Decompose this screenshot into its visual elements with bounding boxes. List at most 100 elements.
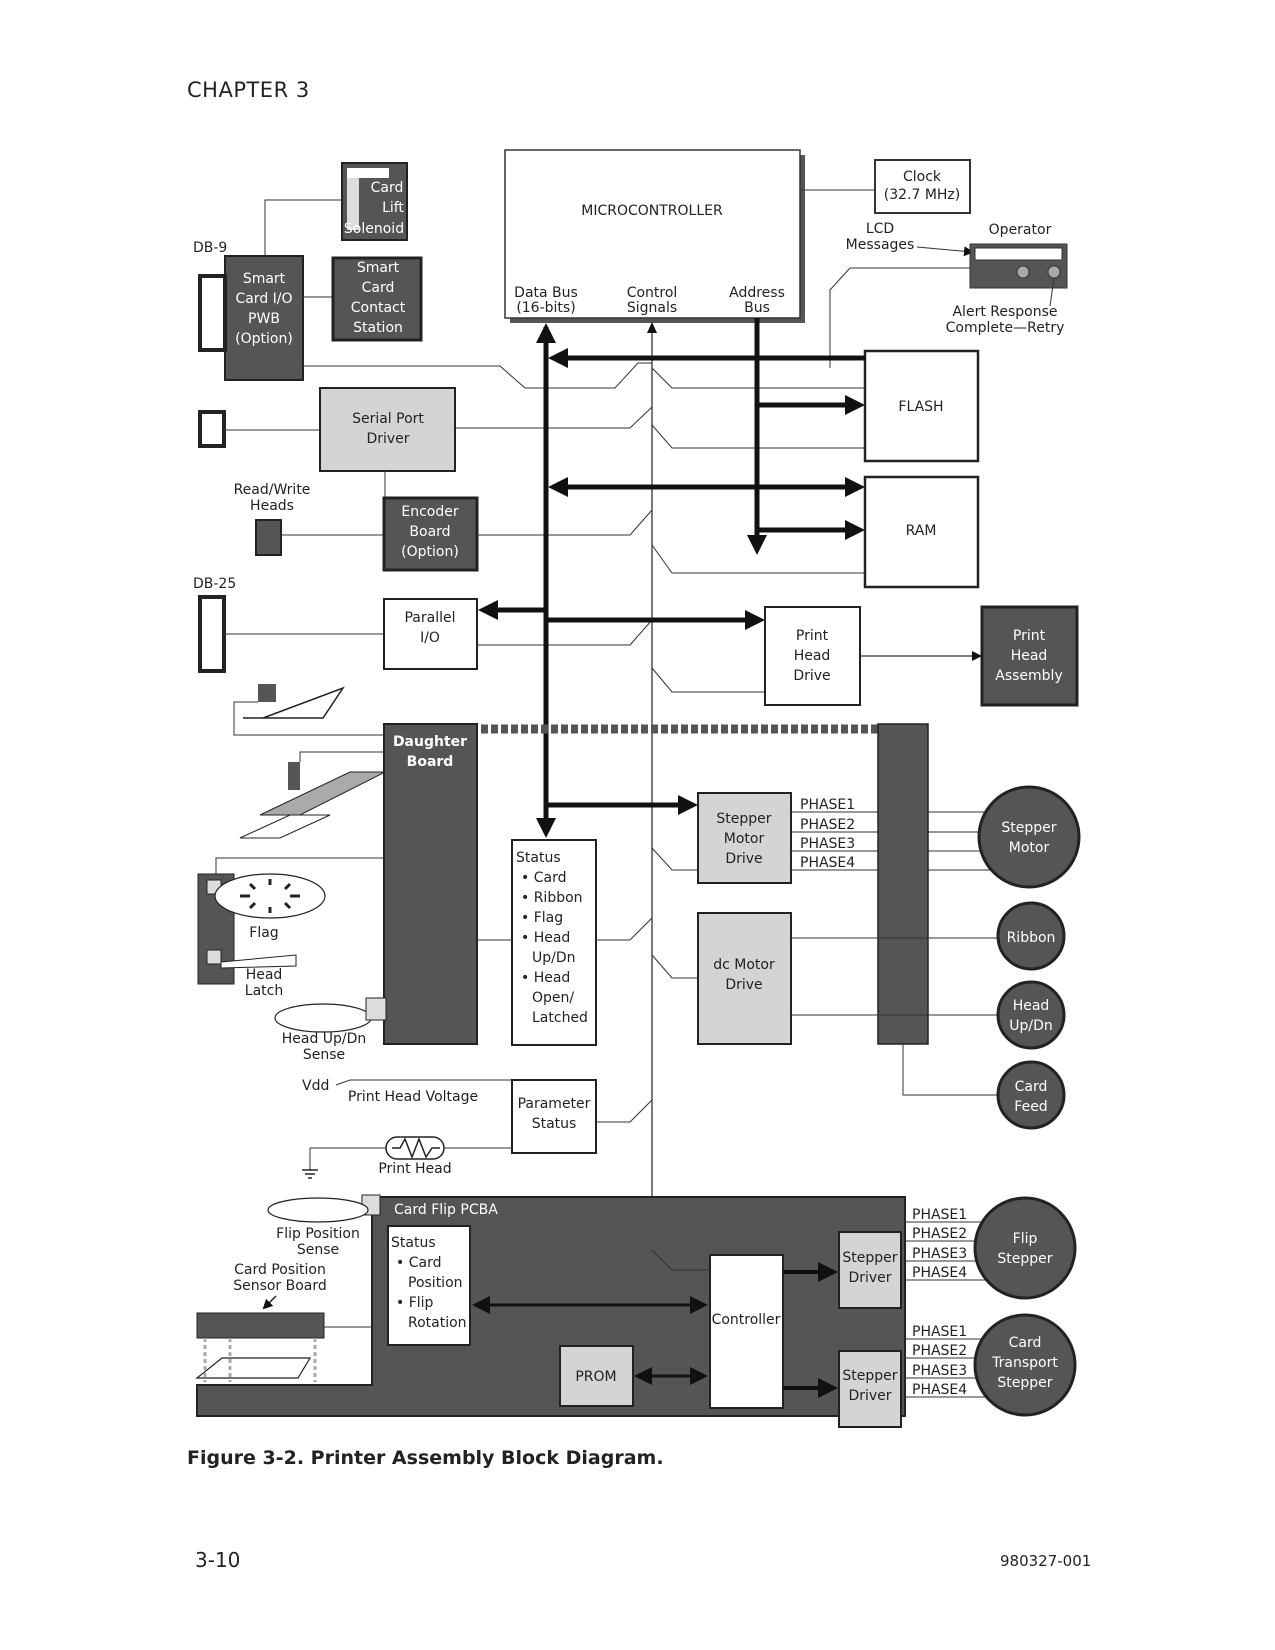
status-item-head-updn: Up/Dn bbox=[532, 950, 576, 966]
clock-block: Clock (32.7 MHz) bbox=[800, 159, 971, 214]
stepper-motor-drive-label: Stepper bbox=[716, 811, 771, 827]
flip-position-sensor: Flip Position Sense bbox=[267, 1197, 369, 1258]
print-head-assembly: Print Head Assembly bbox=[980, 605, 1079, 707]
flash-block: FLASH bbox=[863, 349, 980, 463]
flip-status-card: • Card bbox=[396, 1255, 441, 1271]
controller-label: Controller bbox=[712, 1312, 781, 1328]
prom-block: PROM bbox=[559, 1345, 634, 1407]
print-head-assembly-label-3: Assembly bbox=[995, 668, 1062, 684]
stepper-driver-2-label-2: Driver bbox=[848, 1388, 891, 1404]
clock-frequency: (32.7 MHz) bbox=[884, 187, 961, 203]
motor-connector-bar bbox=[877, 723, 929, 1045]
clock-label: Clock bbox=[903, 169, 942, 185]
print-head-assembly-label-2: Head bbox=[1011, 648, 1048, 664]
card-lift-label-2: Lift bbox=[382, 200, 404, 216]
phase3-label: PHASE3 bbox=[800, 836, 855, 852]
page-number: 3-10 bbox=[195, 1548, 241, 1572]
flag-sensor-icon: Flag Head Latch bbox=[197, 857, 384, 999]
smart-card-contact-label-4: Station bbox=[353, 320, 403, 336]
status-block: Status • Card • Ribbon • Flag • Head Up/… bbox=[511, 839, 597, 1046]
ribbon-sensor-icon bbox=[239, 751, 386, 839]
smart-card-contact-label-3: Contact bbox=[351, 300, 406, 316]
parameter-status: Parameter Status bbox=[511, 1079, 597, 1154]
control-signals-label-2: Signals bbox=[627, 300, 677, 316]
phase1-label: PHASE1 bbox=[800, 797, 855, 813]
flip-phase2-label: PHASE2 bbox=[912, 1226, 967, 1242]
alert-response-label-2: Complete—Retry bbox=[946, 320, 1065, 336]
serial-connector bbox=[198, 410, 226, 448]
flag-label: Flag bbox=[249, 925, 278, 941]
parameter-status-label: Parameter bbox=[518, 1096, 591, 1112]
print-head-assembly-label: Print bbox=[1013, 628, 1046, 644]
card-transport-label: Card bbox=[1009, 1335, 1042, 1351]
db25-label: DB-25 bbox=[193, 576, 236, 592]
dc-motor-drive-label-2: Drive bbox=[725, 977, 762, 993]
print-head-drive-label-3: Drive bbox=[793, 668, 830, 684]
stepper-driver-1: Stepper Driver bbox=[838, 1231, 902, 1309]
serial-port-driver-label-2: Driver bbox=[366, 431, 409, 447]
stepper-motor: Stepper Motor bbox=[977, 785, 1081, 889]
alert-response-label: Alert Response bbox=[952, 304, 1057, 320]
smart-card-io-label-4: (Option) bbox=[235, 331, 293, 347]
encoder-board-label-3: (Option) bbox=[401, 544, 459, 560]
card-transport-label-3: Stepper bbox=[997, 1375, 1052, 1391]
stepper-motor-drive-label-3: Drive bbox=[725, 851, 762, 867]
db9-connector bbox=[198, 274, 227, 352]
stepper-motor-label-2: Motor bbox=[1009, 840, 1050, 856]
lcd-messages-label: LCD bbox=[866, 221, 894, 237]
parallel-io-label-2: I/O bbox=[420, 630, 440, 646]
status-item-head-2: • Head bbox=[521, 970, 570, 986]
daughter-board-label: Daughter bbox=[393, 734, 467, 750]
flip-stepper-label-2: Stepper bbox=[997, 1251, 1052, 1267]
stepper-motor-label: Stepper bbox=[1001, 820, 1056, 836]
status-item-flag: • Flag bbox=[521, 910, 563, 926]
stepper-motor-drive: Stepper Motor Drive bbox=[697, 792, 792, 884]
db25-connector bbox=[198, 595, 226, 673]
card-feed-motor: Card Feed bbox=[996, 1060, 1066, 1130]
flip-stepper-phases: PHASE1 PHASE2 PHASE3 PHASE4 bbox=[905, 1207, 990, 1281]
parameter-status-label-2: Status bbox=[532, 1116, 577, 1132]
card-position-sensor-label: Card Position bbox=[234, 1262, 326, 1278]
card-feed-label: Card bbox=[1015, 1079, 1048, 1095]
ram-label: RAM bbox=[906, 523, 937, 539]
serial-port-driver-label: Serial Port bbox=[352, 411, 424, 427]
head-latch-label: Head bbox=[246, 967, 283, 983]
address-bus-label: Address bbox=[729, 285, 785, 301]
stepper-driver-1-label-2: Driver bbox=[848, 1270, 891, 1286]
card-position-sensor-label-2: Sensor Board bbox=[233, 1278, 327, 1294]
stepper-driver-2-label: Stepper bbox=[842, 1368, 897, 1384]
card-sensor-icon bbox=[233, 684, 384, 736]
print-head-voltage-label: Print Head Voltage bbox=[348, 1089, 478, 1105]
transport-phase4-label: PHASE4 bbox=[912, 1382, 967, 1398]
card-lift-label-3: Solenoid bbox=[344, 221, 404, 237]
flip-status-rotation: Rotation bbox=[408, 1315, 467, 1331]
flip-stepper-label: Flip bbox=[1013, 1231, 1038, 1247]
encoder-board: Encoder Board (Option) bbox=[382, 496, 479, 572]
microcontroller-block: MICROCONTROLLER Data Bus (16-bits) Contr… bbox=[504, 149, 805, 323]
card-transport-label-2: Transport bbox=[991, 1355, 1058, 1371]
data-bus-label: Data Bus bbox=[514, 285, 578, 301]
status-item-card: • Card bbox=[521, 870, 566, 886]
address-bus-label-2: Bus bbox=[744, 300, 770, 316]
flip-status-title: Status bbox=[391, 1235, 436, 1251]
daughter-board: Daughter Board bbox=[383, 723, 478, 1045]
read-write-heads-label-2: Heads bbox=[250, 498, 294, 514]
figure-caption: Figure 3-2. Printer Assembly Block Diagr… bbox=[187, 1447, 664, 1469]
smart-card-contact-label-2: Card bbox=[362, 280, 395, 296]
encoder-board-label: Encoder bbox=[401, 504, 458, 520]
flip-phase1-label: PHASE1 bbox=[912, 1207, 967, 1223]
card-transport-stepper: Card Transport Stepper bbox=[973, 1313, 1077, 1417]
flip-phase3-label: PHASE3 bbox=[912, 1246, 967, 1262]
card-flip-pcba-label: Card Flip PCBA bbox=[394, 1202, 498, 1218]
transport-phase2-label: PHASE2 bbox=[912, 1343, 967, 1359]
parallel-io: Parallel I/O bbox=[383, 598, 478, 670]
head-updn-sense-label: Head Up/Dn bbox=[282, 1031, 367, 1047]
lcd-messages-label-2: Messages bbox=[846, 237, 915, 253]
status-title: Status bbox=[516, 850, 561, 866]
encoder-board-label-2: Board bbox=[409, 524, 450, 540]
print-head-label: Print Head bbox=[378, 1161, 451, 1177]
smart-card-contact-station: Smart Card Contact Station bbox=[331, 256, 423, 342]
transport-phase1-label: PHASE1 bbox=[912, 1324, 967, 1340]
controller-block: Controller bbox=[709, 1254, 784, 1409]
stepper-motor-phases: PHASE1 PHASE2 PHASE3 PHASE4 bbox=[791, 797, 1000, 871]
